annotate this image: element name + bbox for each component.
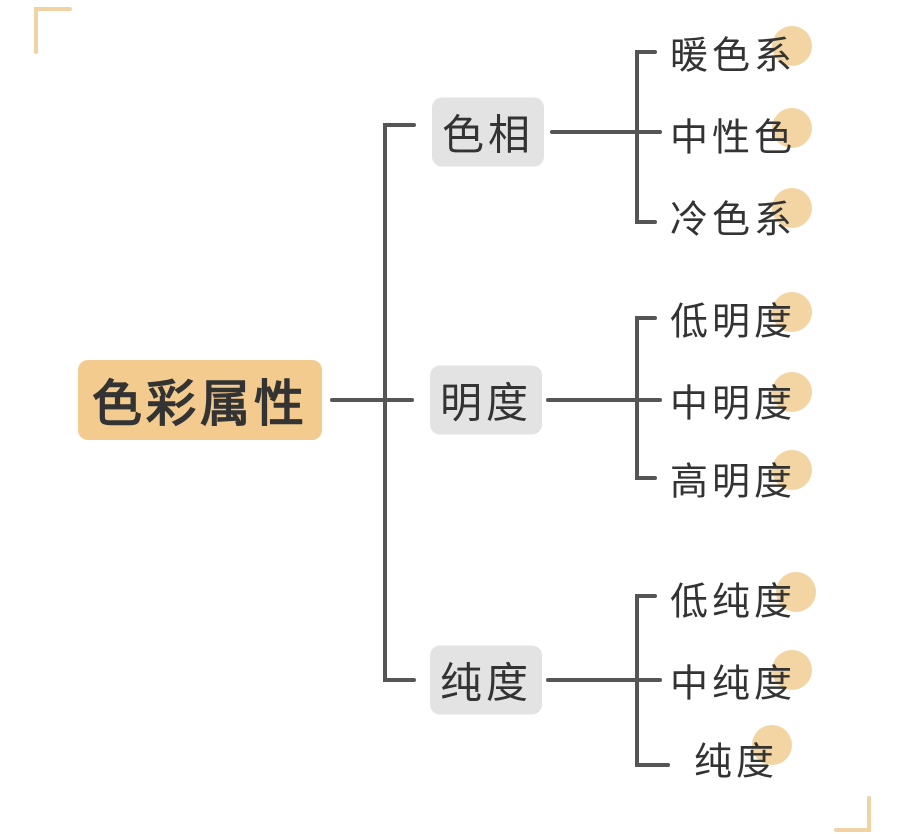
leaf-dot xyxy=(772,26,812,66)
branch-hue: 色相 xyxy=(431,97,545,167)
branch-value: 明度 xyxy=(429,365,543,435)
leaf-mid-chroma: 中纯度 xyxy=(670,661,797,706)
value-bracket xyxy=(635,316,657,480)
leaf-chroma: 纯度 xyxy=(694,739,779,784)
leaf-dot xyxy=(772,450,812,490)
leaf-high-value: 高明度 xyxy=(670,459,797,504)
branch-chroma: 纯度 xyxy=(429,645,543,715)
hue-bracket xyxy=(635,50,657,224)
leaf-mid-value: 中明度 xyxy=(670,381,797,426)
leaf-dot xyxy=(772,108,812,148)
leaf-neutral: 中性色 xyxy=(670,115,797,160)
leaf-dot xyxy=(772,292,812,332)
leaf-dot xyxy=(772,372,812,412)
leaf-low-value: 低明度 xyxy=(670,299,797,344)
corner-bottom-right xyxy=(834,796,871,832)
trunk xyxy=(383,123,416,682)
leaf-warm: 暖色系 xyxy=(670,33,797,78)
leaf-low-chroma: 低纯度 xyxy=(670,579,797,624)
leaf-dot xyxy=(772,188,812,228)
corner-top-left xyxy=(34,7,72,54)
leaf-dot xyxy=(772,650,812,690)
root-node: 色彩属性 xyxy=(78,360,322,440)
leaf-dot xyxy=(776,572,816,612)
leaf-cool: 冷色系 xyxy=(670,197,797,242)
chroma-bracket xyxy=(635,594,670,767)
leaf-dot xyxy=(752,725,792,765)
